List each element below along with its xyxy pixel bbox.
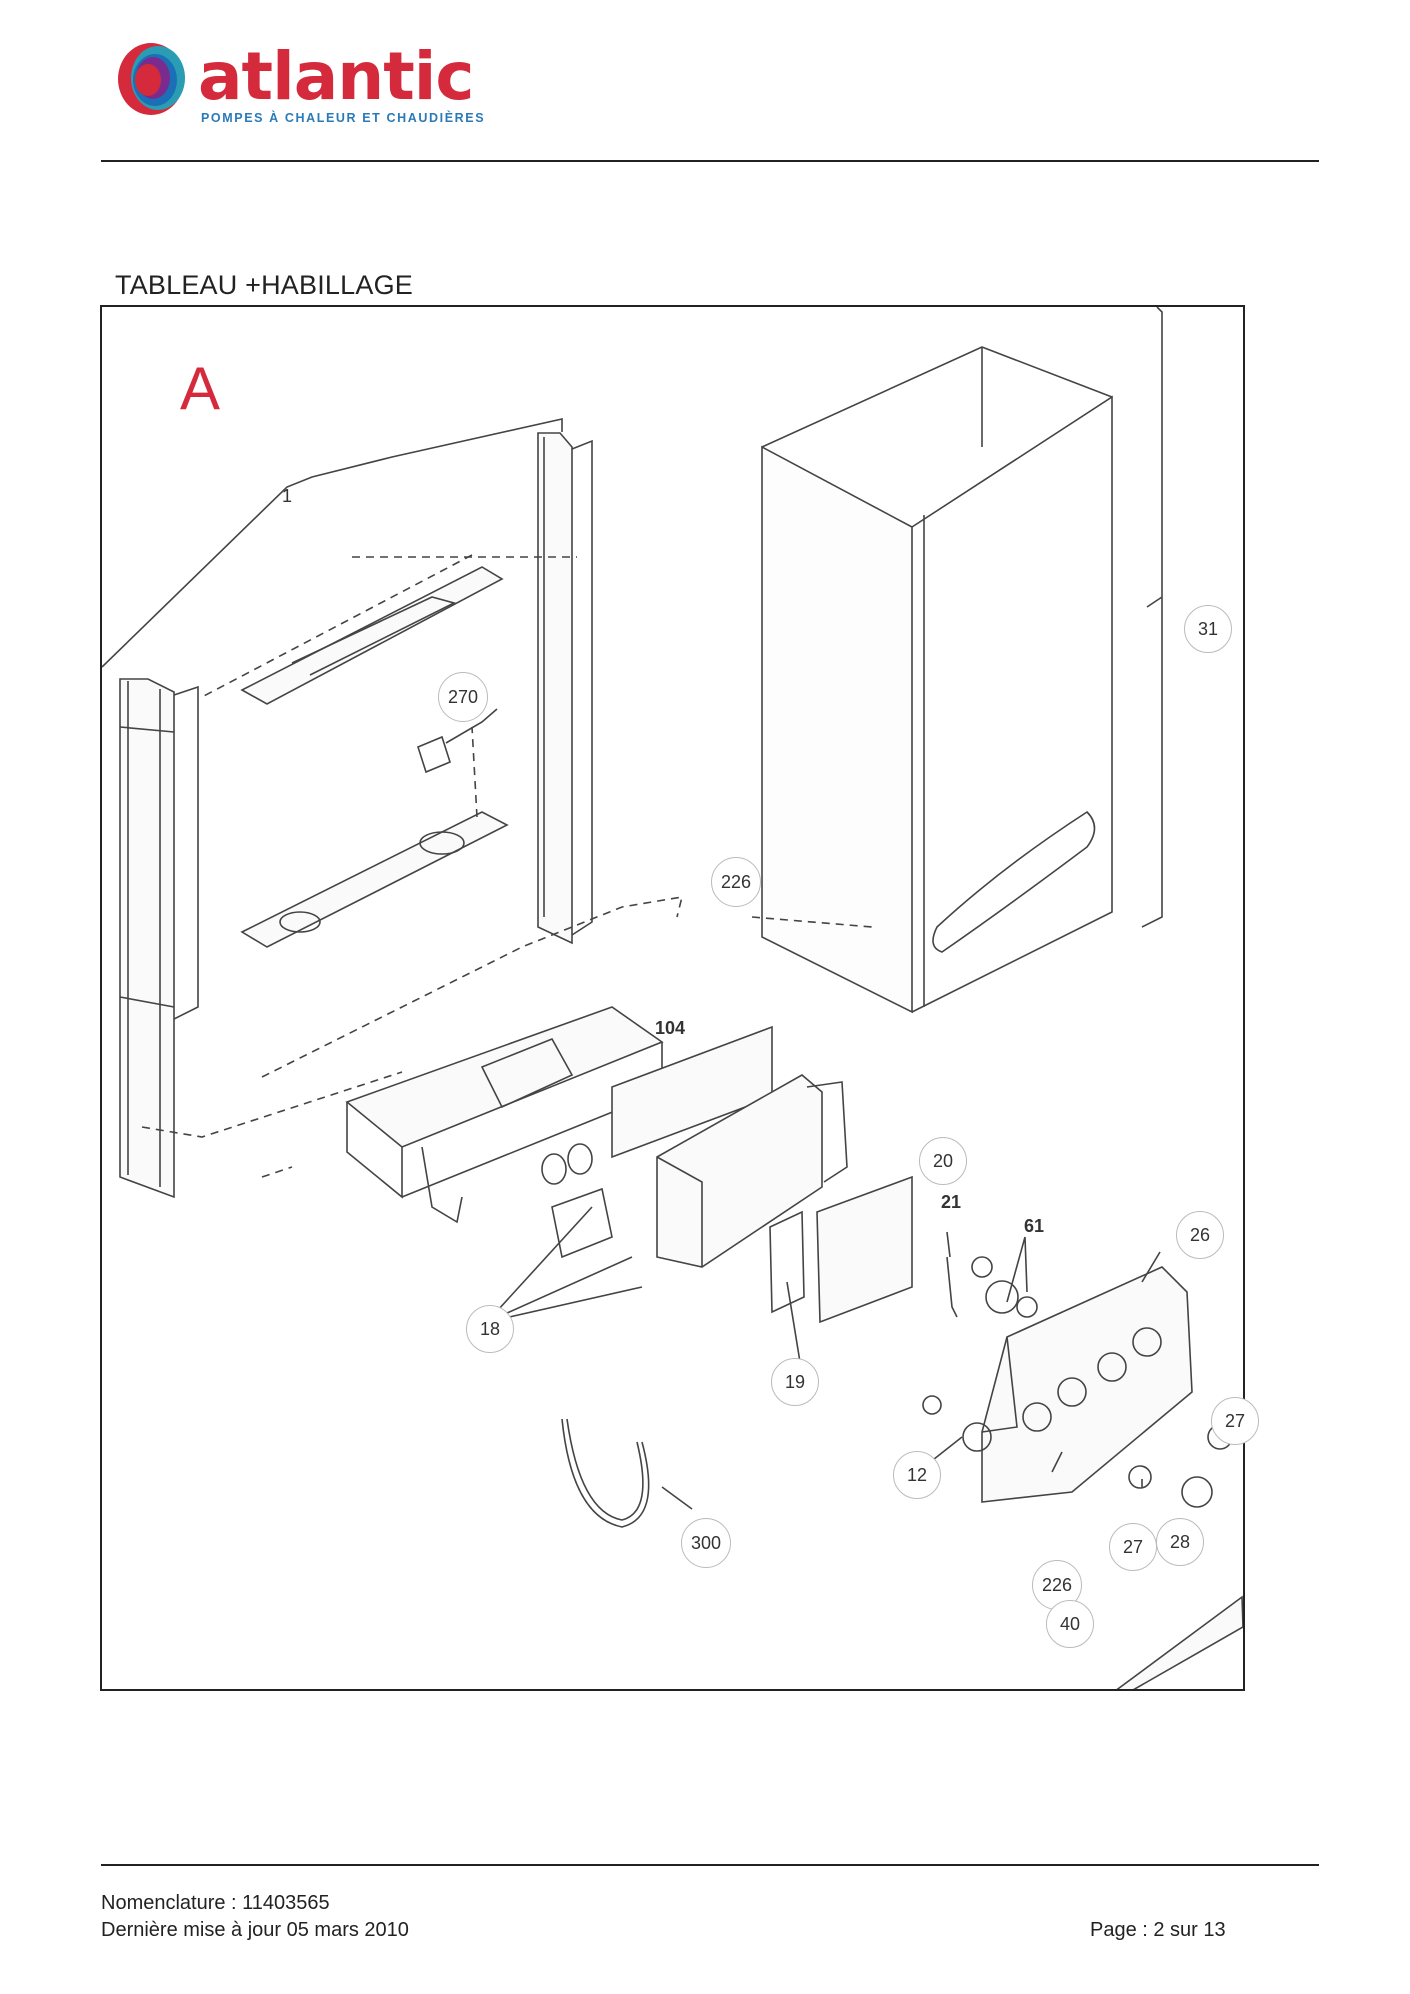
footer-page: Page : 2 sur 13	[1090, 1919, 1226, 1941]
brand-name: atlantic	[198, 38, 475, 115]
exploded-diagram: A	[100, 305, 1245, 1691]
header-divider	[101, 160, 1319, 162]
atlantic-logo-icon	[118, 43, 185, 115]
footer-updated: Dernière mise à jour 05 mars 2010	[101, 1919, 409, 1941]
exploded-parts-diagram-icon: A	[102, 307, 1243, 1689]
footer-divider	[101, 1864, 1319, 1866]
footer-nomenclature: Nomenclature : 11403565	[101, 1892, 330, 1914]
atlantic-logo: atlantic POMPES À CHALEUR ET CHAUDIÈRES	[112, 38, 492, 128]
section-title: TABLEAU +HABILLAGE	[115, 270, 413, 300]
view-letter: A	[180, 355, 220, 422]
brand-tagline: POMPES À CHALEUR ET CHAUDIÈRES	[201, 111, 486, 125]
